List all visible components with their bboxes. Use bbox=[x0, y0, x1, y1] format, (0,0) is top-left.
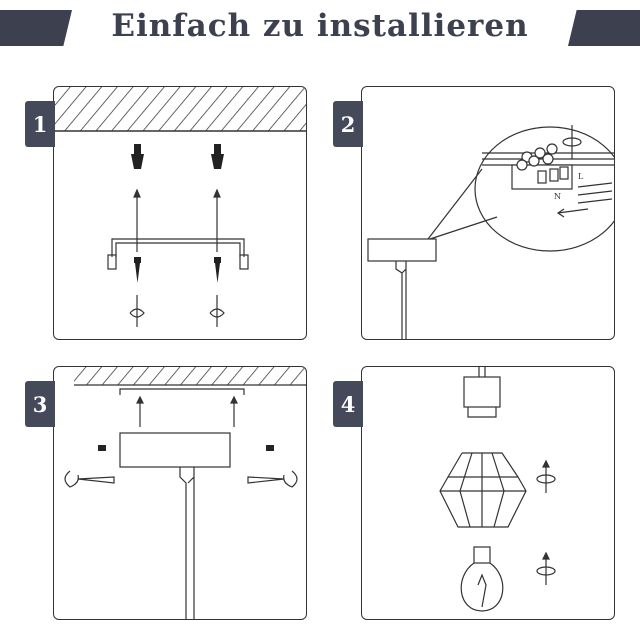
step-4-illustration bbox=[439, 367, 556, 612]
step-number-badge: 4 bbox=[333, 381, 363, 427]
terminal-label-n: N bbox=[554, 192, 561, 201]
step-number-badge: 2 bbox=[333, 101, 363, 147]
screw-icon bbox=[266, 445, 274, 451]
step-4-panel bbox=[361, 366, 615, 620]
wall-plug-icon bbox=[211, 144, 224, 169]
canopy bbox=[367, 238, 437, 262]
step-number-badge: 3 bbox=[25, 381, 55, 427]
cage-lampshade bbox=[439, 452, 527, 528]
cable bbox=[395, 261, 407, 339]
step-1-panel bbox=[53, 86, 307, 340]
arrow-left-icon bbox=[247, 476, 285, 484]
arrow-right-icon bbox=[77, 476, 115, 484]
screw-icon bbox=[214, 257, 221, 283]
rotate-icon bbox=[536, 551, 556, 585]
light-bulb bbox=[460, 546, 504, 612]
rotate-screw-icon-left bbox=[64, 470, 79, 488]
step-2-panel: L N bbox=[361, 86, 615, 340]
header-decor-right bbox=[568, 10, 640, 46]
screw-icon bbox=[98, 445, 106, 451]
insert-arrow-icon bbox=[556, 208, 589, 218]
mounting-bracket bbox=[111, 238, 245, 257]
step-1-illustration bbox=[54, 87, 306, 327]
page-title: Einfach zu installieren bbox=[111, 8, 529, 44]
screw-icon bbox=[134, 257, 141, 283]
rotate-icon bbox=[536, 459, 556, 493]
header-decor-left bbox=[0, 10, 72, 46]
step-3-illustration bbox=[64, 367, 306, 619]
rotate-screw-icon-right bbox=[283, 470, 298, 488]
cable bbox=[179, 467, 195, 619]
zoom-circle bbox=[474, 126, 614, 252]
ceiling-hatch bbox=[54, 87, 306, 131]
terminal-label-l: L bbox=[578, 172, 584, 181]
step-number-badge: 1 bbox=[25, 101, 55, 147]
ceiling-hatch bbox=[74, 367, 306, 385]
wall-plug-icon bbox=[131, 144, 144, 169]
screwdriver-rotate-icon bbox=[129, 295, 225, 327]
lamp-socket bbox=[463, 376, 501, 408]
mounting-bracket bbox=[119, 388, 245, 395]
step-3-panel bbox=[53, 366, 307, 620]
step-2-illustration: L N bbox=[367, 125, 614, 339]
canopy bbox=[119, 432, 231, 468]
